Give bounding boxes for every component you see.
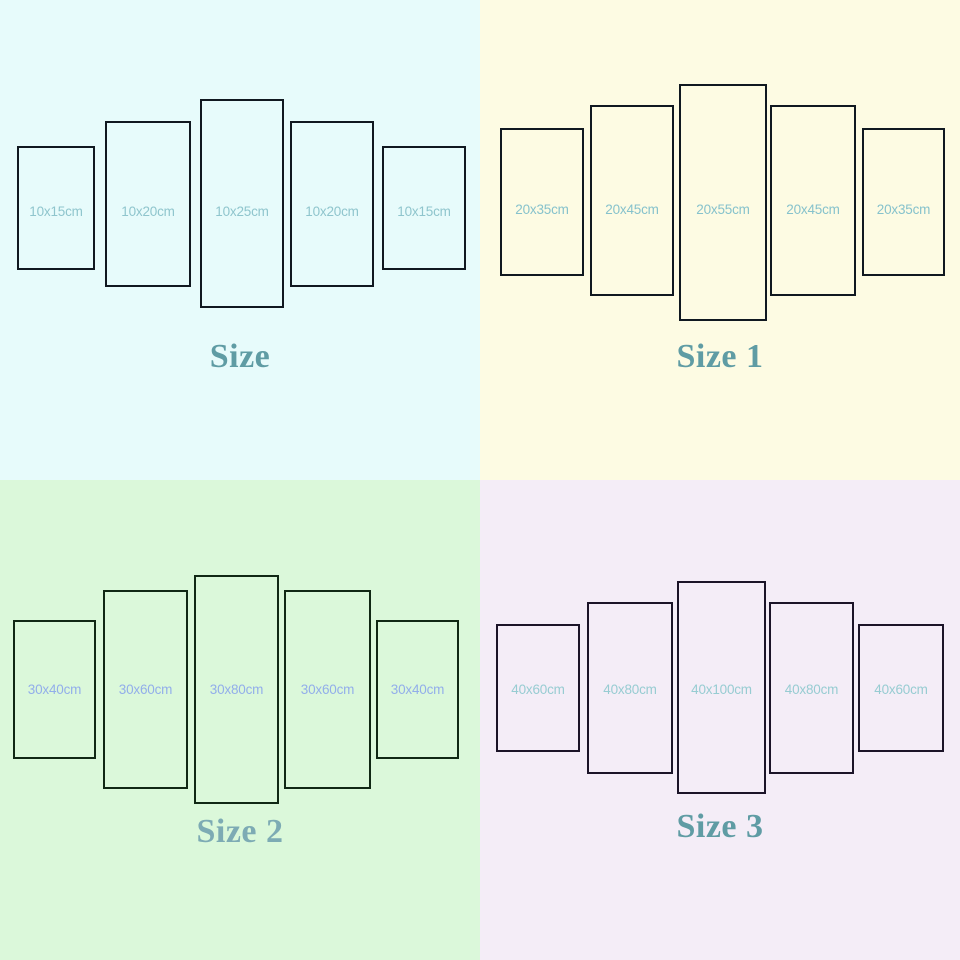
frame-size-label: 30x60cm bbox=[300, 682, 355, 697]
frame-size-label: 10x20cm bbox=[305, 204, 359, 219]
frame-size-label: 20x35cm bbox=[515, 202, 569, 217]
frame-size-label: 30x60cm bbox=[118, 682, 173, 697]
frame-size-label: 40x60cm bbox=[511, 682, 565, 697]
frame-size-label: 20x55cm bbox=[696, 202, 750, 217]
frame-size-label: 30x40cm bbox=[390, 682, 445, 697]
panel-title: Size bbox=[209, 338, 271, 375]
frame-size-label: 40x60cm bbox=[874, 682, 928, 697]
frame-size-label: 40x80cm bbox=[603, 682, 657, 697]
frame-group: 40x60cm 40x80cm 40x100cm 40x80cm 40x60cm bbox=[480, 480, 960, 820]
frame-size-label: 20x45cm bbox=[786, 202, 840, 217]
frame-size-label: 40x100cm bbox=[691, 682, 752, 697]
frame-size-label: 30x80cm bbox=[209, 682, 264, 697]
canvas-frame[interactable] bbox=[858, 624, 944, 752]
frame-size-label: 10x25cm bbox=[215, 204, 269, 219]
canvas-frame[interactable] bbox=[679, 84, 767, 321]
frame-group: 20x35cm 20x45cm 20x55cm 20x45cm 20x35cm bbox=[480, 0, 960, 340]
canvas-frame[interactable] bbox=[17, 146, 95, 270]
frame-size-label: 40x80cm bbox=[784, 682, 839, 697]
frame-size-label: 20x35cm bbox=[876, 202, 931, 217]
frame-size-label: 10x20cm bbox=[121, 204, 175, 219]
canvas-frame[interactable] bbox=[500, 128, 584, 276]
canvas-frame[interactable] bbox=[382, 146, 466, 270]
frame-size-label: 10x15cm bbox=[29, 204, 83, 219]
panel-title: Size 1 bbox=[676, 338, 764, 375]
canvas-frame[interactable] bbox=[290, 121, 374, 287]
canvas-frame[interactable] bbox=[769, 602, 854, 774]
panel-title: Size 2 bbox=[196, 813, 284, 850]
frame-size-label: 20x45cm bbox=[605, 202, 659, 217]
canvas-frame[interactable] bbox=[862, 128, 945, 276]
canvas-frame[interactable] bbox=[677, 581, 766, 794]
canvas-frame[interactable] bbox=[770, 105, 856, 296]
canvas-frame[interactable] bbox=[103, 590, 188, 789]
panel-title: Size 3 bbox=[676, 808, 764, 845]
canvas-frame[interactable] bbox=[194, 575, 279, 804]
canvas-frame[interactable] bbox=[13, 620, 96, 759]
canvas-frame[interactable] bbox=[376, 620, 459, 759]
canvas-frame[interactable] bbox=[496, 624, 580, 752]
frame-size-label: 30x40cm bbox=[27, 682, 82, 697]
canvas-frame[interactable] bbox=[200, 99, 284, 308]
canvas-frame[interactable] bbox=[284, 590, 371, 789]
frame-size-label: 10x15cm bbox=[397, 204, 451, 219]
frame-group: 10x15cm 10x20cm 10x25cm 10x20cm 10x15cm bbox=[0, 0, 480, 340]
canvas-frame[interactable] bbox=[105, 121, 191, 287]
frame-group: 30x40cm 30x60cm 30x80cm 30x60cm 30x40cm bbox=[0, 480, 480, 820]
canvas-frame[interactable] bbox=[587, 602, 673, 774]
canvas-frame[interactable] bbox=[590, 105, 674, 296]
